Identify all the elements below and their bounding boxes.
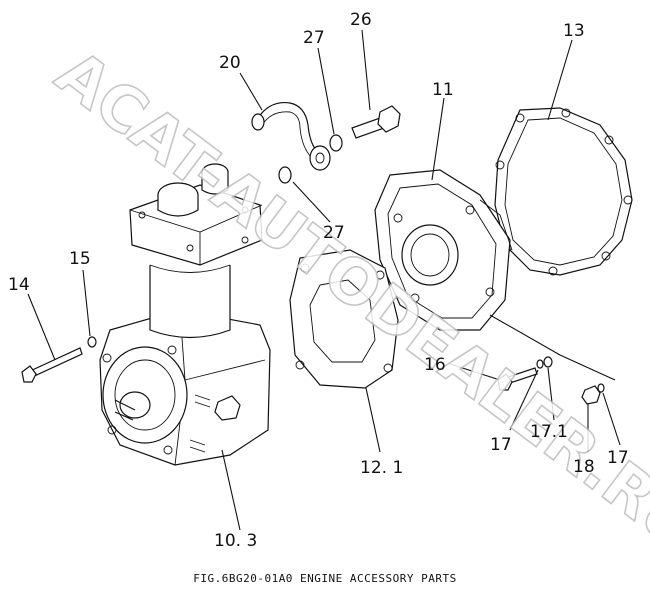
callout-13: 13 — [563, 21, 585, 41]
washer-17-a — [536, 359, 544, 369]
compressor-10-3 — [99, 163, 271, 466]
leader-lines — [27, 29, 621, 531]
bolt-26 — [351, 105, 401, 139]
bolt-14 — [21, 347, 83, 383]
callout-16: 16 — [424, 355, 446, 375]
washer-17-b — [597, 383, 605, 393]
callout-17-1: 17.1 — [530, 422, 568, 442]
callout-15: 15 — [69, 249, 91, 269]
bolt-16 — [497, 367, 538, 391]
gasket-12-1 — [289, 249, 399, 389]
callout-20: 20 — [219, 53, 241, 73]
callout-26: 26 — [350, 10, 372, 30]
callouts: 20 27 26 13 11 27 15 14 16 17 17.1 18 17… — [8, 10, 629, 551]
washer-27-lower — [278, 166, 292, 184]
callout-17-a: 17 — [490, 435, 512, 455]
washer-27-upper — [329, 134, 343, 152]
figure-caption: FIG.6BG20-01A0 ENGINE ACCESSORY PARTS — [193, 572, 457, 585]
callout-11: 11 — [432, 80, 454, 100]
washer-15 — [87, 336, 97, 348]
guide-line — [489, 314, 616, 381]
callout-27-b: 27 — [323, 223, 345, 243]
flange-housing-11 — [374, 169, 513, 331]
washer-17-1 — [543, 356, 553, 368]
pipe-20 — [251, 101, 331, 171]
nut-18 — [581, 385, 601, 405]
callout-17-b: 17 — [607, 448, 629, 468]
callout-10-3: 10. 3 — [214, 531, 257, 551]
callout-12-1: 12. 1 — [360, 458, 403, 478]
callout-14: 14 — [8, 275, 30, 295]
gasket-13 — [494, 107, 633, 276]
callout-18: 18 — [573, 457, 595, 477]
callout-27-a: 27 — [303, 28, 325, 48]
